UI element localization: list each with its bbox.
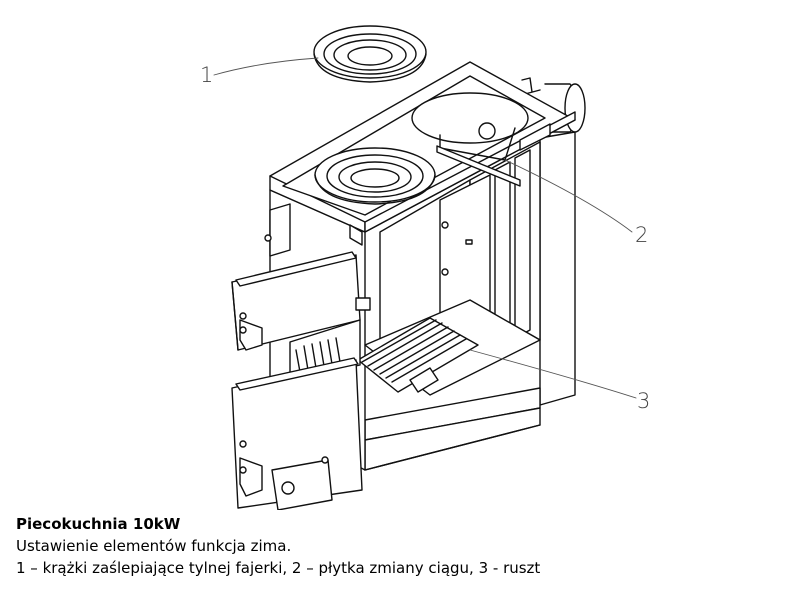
caption-legend: 1 – krążki zaślepiające tylnej fajerki, … (16, 559, 541, 577)
upper-door (231, 251, 371, 383)
callout-3: 3 (637, 389, 650, 413)
lower-door (231, 357, 363, 510)
leader-lines (213, 57, 637, 399)
caption-title: Piecokuchnia 10kW (16, 515, 181, 533)
caption-subtitle: Ustawienie elementów funkcja zima. (16, 537, 292, 555)
cover-rings-part (313, 25, 427, 83)
stove-diagram: 1 2 3 (200, 25, 650, 510)
grate (357, 317, 479, 393)
callout-1: 1 (200, 63, 213, 87)
figure-caption: Piecokuchnia 10kW Ustawienie elementów f… (16, 513, 786, 579)
callout-2: 2 (635, 223, 648, 247)
